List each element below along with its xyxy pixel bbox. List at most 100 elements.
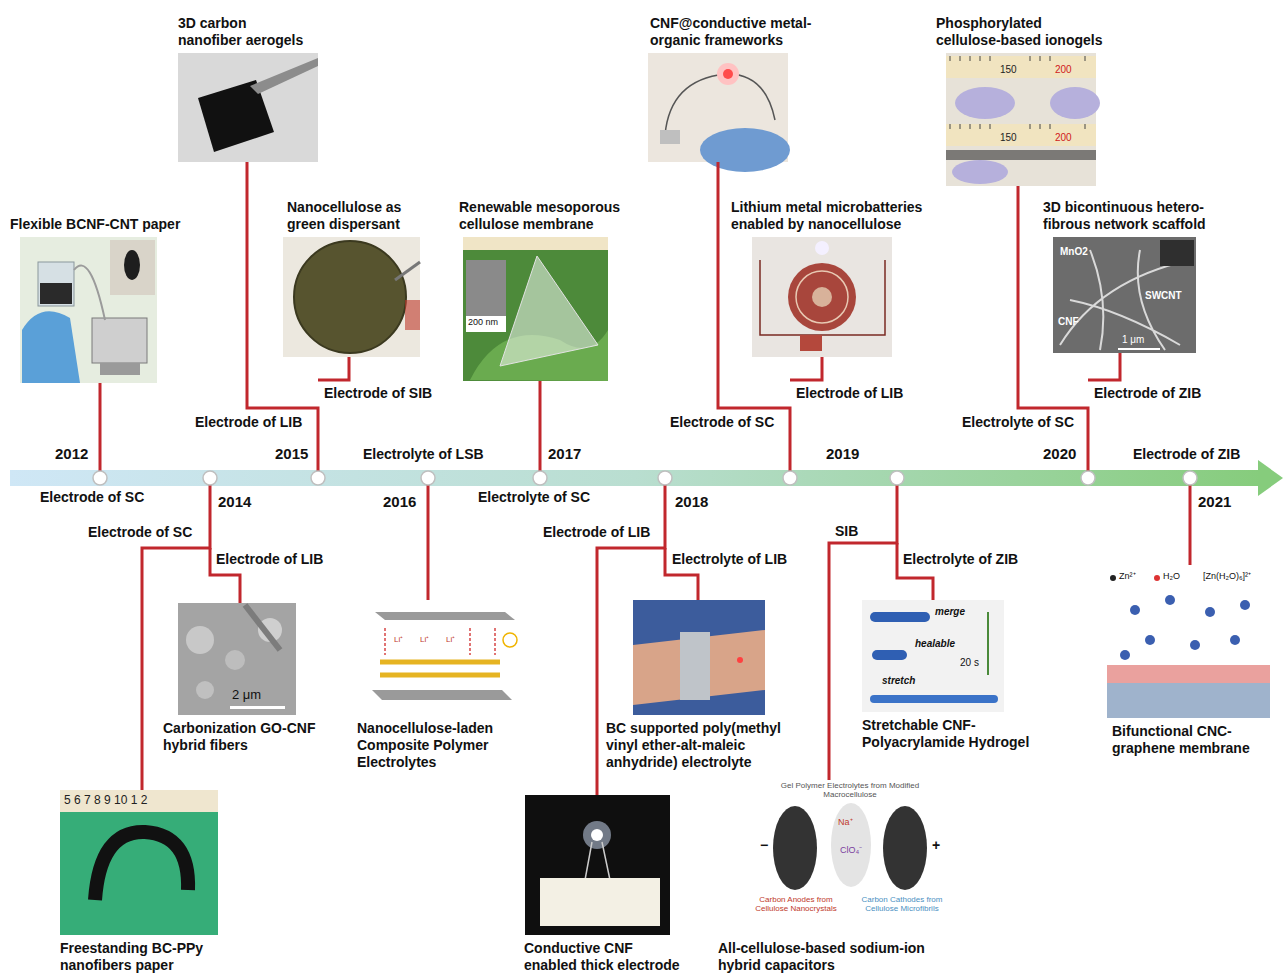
year-label: 2017 [548,446,581,463]
year-label: 2016 [383,494,416,511]
sem-go-cnf [178,603,296,715]
category-label: Electrolyte of ZIB [903,552,1018,567]
milestone-caption: All-cellulose-based sodium-ion hybrid ca… [718,940,948,974]
image-annotation: CNF [1058,316,1079,327]
photo-wearable-battery [633,600,765,715]
category-label: Electrode of LIB [195,415,302,430]
ruler-numbers: 200 [1055,132,1072,143]
milestone-card: 3D bicontinuous hetero-fibrous network s… [1043,199,1233,353]
legend-symbol-label: H₂O [1163,572,1180,582]
category-label: Electrode of LIB [796,386,903,401]
milestone-caption: Nanocellulose-laden Composite Polymer El… [357,720,512,770]
milestone-card: Carbonization GO-CNF hybrid fibers [163,603,338,754]
milestone-caption: Renewable mesoporous cellulose membrane [459,199,644,233]
category-label: Electrode of SC [670,415,774,430]
category-label: Electrode of SIB [324,386,432,401]
milestone-caption: 3D bicontinuous hetero-fibrous network s… [1043,199,1233,233]
milestone-card: Renewable mesoporous cellulose membrane [459,199,644,381]
photo-membrane [463,237,608,381]
category-label: Electrolyte of LIB [672,552,787,567]
ion-label: ClO₄⁻ [840,846,862,856]
ion-label: Na⁺ [838,818,853,828]
milestone-caption: Carbonization GO-CNF hybrid fibers [163,720,338,754]
milestone-card: Conductive CNF enabled thick electrode [524,795,686,974]
image-annotation: stretch [882,675,915,686]
photo-microbattery [752,237,892,357]
milestone-card: Flexible BCNF-CNT paper [10,216,210,383]
ruler-numbers: 150 [1000,132,1017,143]
image-annotation: 20 s [960,657,979,668]
schematic-composite-electrolyte [360,600,528,715]
polarity-sign: + [932,838,940,853]
sem-scaffold [1053,237,1196,353]
milestone-card: Phosphorylated cellulose-based ionogels [936,15,1106,186]
milestone-caption: Phosphorylated cellulose-based ionogels [936,15,1106,49]
milestone-caption: 3D carbon nanofiber aerogels [178,15,310,49]
category-label: Electrolyte of SC [478,490,590,505]
ion-label: Li⁺ [446,636,455,645]
milestone-card: BC supported poly(methyl vinyl ether-alt… [606,600,801,770]
milestone-card: Nanocellulose-laden Composite Polymer El… [357,600,528,770]
year-label: 2012 [55,446,88,463]
legend-symbol-label: Zn²⁺ [1119,572,1136,582]
image-annotation: healable [915,638,955,649]
milestone-card: Nanocellulose as green dispersant [283,199,437,357]
ruler-numbers: 5 6 7 8 9 10 1 2 [64,794,147,807]
scale-bar-label: 1 μm [1122,334,1144,345]
photo-aerogel [178,53,318,162]
schematic-label: Carbon Anodes from Cellulose Nanocrystal… [750,896,842,914]
milestone-card: Freestanding BC-PPy nanofibers paper [60,790,218,974]
scale-bar-label: 2 μm [232,688,261,702]
year-label: 2018 [675,494,708,511]
photo-ionogel [946,53,1100,186]
category-label: Electrode of SC [40,490,144,505]
milestone-caption: Flexible BCNF-CNT paper [10,216,210,233]
milestone-caption: Freestanding BC-PPy nanofibers paper [60,940,210,974]
schematic-label: Carbon Cathodes from Cellulose Microfibr… [856,896,948,914]
year-label: 2015 [275,446,308,463]
milestone-caption: CNF@conductive metal-organic frameworks [650,15,830,49]
category-label: Electrode of SC [88,525,192,540]
milestone-card: 3D carbon nanofiber aerogels [178,15,318,162]
category-label: SIB [835,524,858,539]
milestone-card: CNF@conductive metal-organic frameworks [648,15,830,162]
category-label: Electrolyte of SC [962,415,1074,430]
year-label: 2019 [826,446,859,463]
photo-bcnf-cnt [20,237,157,383]
milestone-caption: BC supported poly(methyl vinyl ether-alt… [606,720,801,770]
milestone-card: All-cellulose-based sodium-ion hybrid ca… [718,780,948,974]
timeline-arrowhead [1258,460,1283,496]
photo-thick-electrode [525,795,670,935]
ruler-numbers: 150 [1000,64,1017,75]
photo-green-dispersant [283,237,420,357]
year-label: 2020 [1043,446,1076,463]
category-label: Electrolyte of LSB [363,447,484,462]
ruler-numbers: 200 [1055,64,1072,75]
milestone-caption: Nanocellulose as green dispersant [287,199,437,233]
schematic-label: Gel Polymer Electrolytes from Modified M… [780,782,920,800]
timeline-bar [10,470,1262,486]
legend-symbol-label: [Zn(H₂O)₆]²⁺ [1203,572,1251,582]
milestone-caption: Stretchable CNF-Polyacrylamide Hydrogel [862,717,1052,751]
category-label: Electrode of LIB [543,525,650,540]
image-annotation: SWCNT [1145,290,1182,301]
photo-hydrogel [862,600,1004,712]
scale-bar-label: 200 nm [468,318,498,328]
image-annotation: merge [935,606,965,617]
leader-lines [100,162,1190,795]
year-label: 2021 [1198,494,1231,511]
photo-mof-led [648,53,790,172]
milestone-card: Bifunctional CNC-graphene membrane [1107,565,1272,757]
timeline-dots [93,471,1197,485]
category-label: Electrode of ZIB [1133,447,1240,462]
milestone-caption: Conductive CNF enabled thick electrode [524,940,686,974]
image-annotation: MnO2 [1060,246,1088,257]
ion-label: Li⁺ [420,636,429,645]
ion-label: Li⁺ [394,636,403,645]
milestone-caption: Bifunctional CNC-graphene membrane [1112,723,1272,757]
milestone-caption: Lithium metal microbatteries enabled by … [731,199,951,233]
polarity-sign: − [760,838,768,853]
year-label: 2014 [218,494,251,511]
